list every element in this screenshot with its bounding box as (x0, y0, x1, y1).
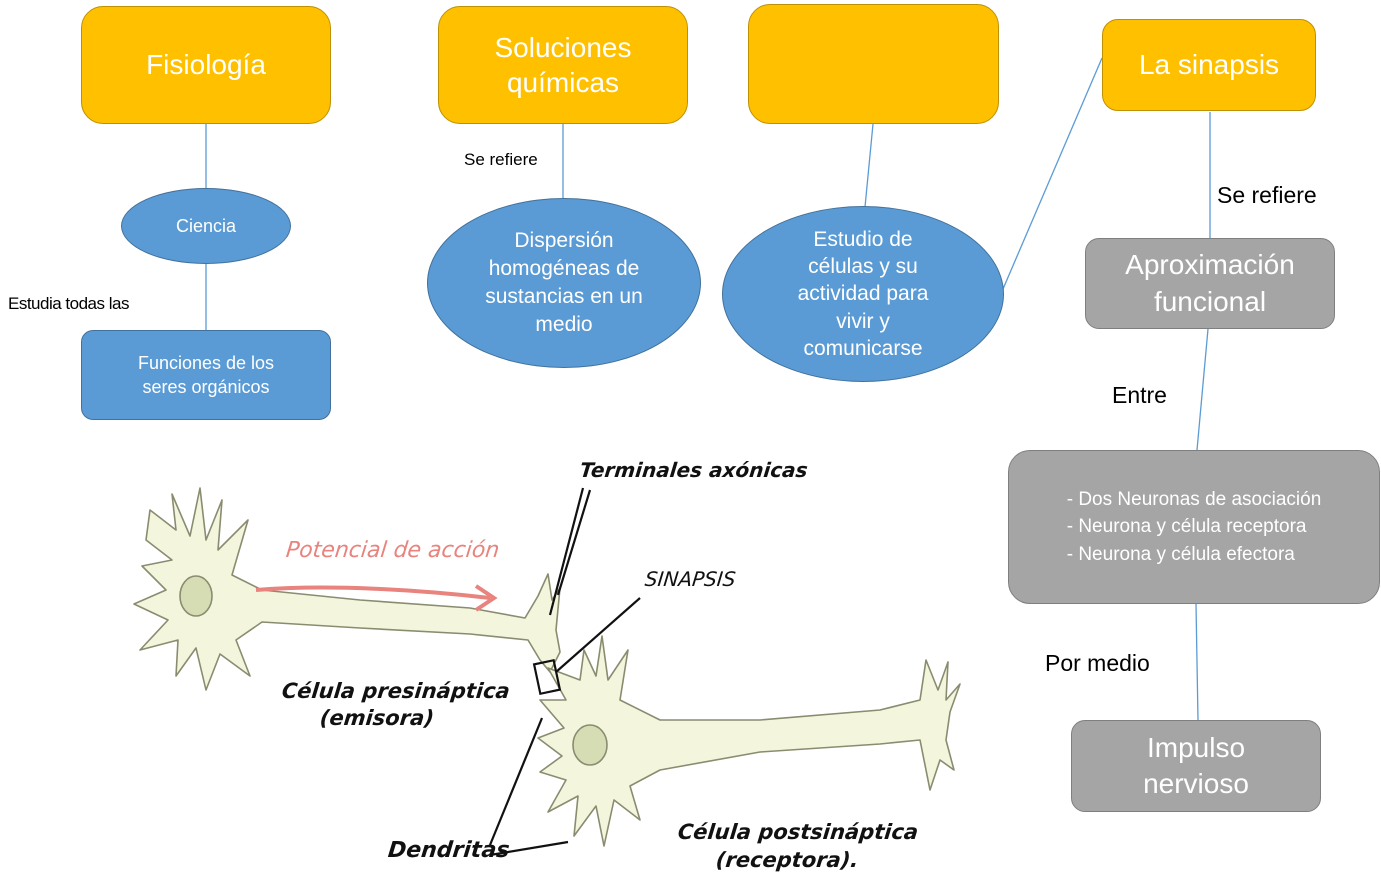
postsynaptic-nucleus (572, 724, 608, 766)
label-sinapsis: SINAPSIS (643, 567, 737, 591)
between-item: - Neurona y célula efectora (1066, 543, 1295, 565)
label-presinaptica-1: Célula presináptica (280, 679, 512, 703)
node-estudio-label: Estudio de células y su actividad para v… (797, 227, 929, 360)
connector-estudia: Estudia todas las (8, 294, 129, 313)
between-list: - Dos Neuronas de asociación - Neurona y… (1067, 486, 1322, 569)
node-impulso: Impulso nervioso (1071, 720, 1321, 812)
pointer-dendritas-1 (488, 717, 544, 846)
pointer-sinapsis (555, 597, 641, 673)
line-sinapsis-estudio (999, 57, 1103, 297)
line-between-impulso (1195, 603, 1199, 721)
pointer-dendritas-2 (489, 840, 569, 857)
line-aproximacion-between (1196, 328, 1209, 451)
presynaptic-nucleus (179, 575, 213, 617)
pointer-terminales-2 (556, 489, 592, 596)
label-terminales: Terminales axónicas (578, 458, 809, 482)
connector-por-medio: Por medio (1045, 650, 1150, 676)
action-potential-arrowhead (474, 584, 498, 612)
label-potencial: Potencial de acción (284, 538, 501, 563)
label-postsinaptica-2: (receptora). (714, 848, 860, 872)
node-sinapsis: La sinapsis (1102, 19, 1316, 111)
between-item: - Neurona y célula receptora (1066, 516, 1307, 538)
connector-se-refiere-1: Se refiere (464, 150, 538, 169)
between-item: - Dos Neuronas de asociación (1066, 488, 1322, 510)
line-gold-estudio (864, 123, 874, 208)
synapse-box (532, 658, 562, 696)
node-impulso-label: Impulso nervioso (1143, 731, 1249, 799)
node-fisiologia-label: Fisiología (146, 49, 266, 80)
postsynaptic-cell-body (537, 635, 961, 847)
pointer-terminales-1 (548, 487, 585, 616)
label-presinaptica-2: (emisora) (318, 706, 436, 730)
node-dispersion-label: Dispersión homogéneas de sustancias en u… (485, 229, 643, 336)
label-dendritas: Dendritas (386, 838, 511, 863)
node-aproximacion-label: Aproximación funcional (1125, 249, 1295, 317)
node-fisiologia: Fisiología (81, 6, 331, 124)
node-aproximacion: Aproximación funcional (1085, 238, 1335, 329)
connector-se-refiere-2: Se refiere (1217, 182, 1317, 208)
node-empty (748, 4, 999, 124)
node-funciones: Funciones de los seres orgánicos (81, 330, 331, 420)
node-soluciones-label: Soluciones químicas (494, 32, 632, 98)
node-dispersion: Dispersión homogéneas de sustancias en u… (427, 198, 701, 368)
node-funciones-label: Funciones de los seres orgánicos (137, 352, 275, 397)
label-postsinaptica-1: Célula postsináptica (676, 820, 920, 844)
node-ciencia-label: Ciencia (175, 215, 237, 236)
node-soluciones: Soluciones químicas (438, 6, 688, 124)
connector-entre: Entre (1112, 382, 1167, 408)
node-estudio: Estudio de células y su actividad para v… (722, 206, 1004, 382)
node-between: - Dos Neuronas de asociación - Neurona y… (1008, 450, 1380, 604)
action-potential-arrow (255, 585, 491, 600)
node-sinapsis-label: La sinapsis (1138, 49, 1280, 80)
node-ciencia: Ciencia (121, 188, 291, 264)
